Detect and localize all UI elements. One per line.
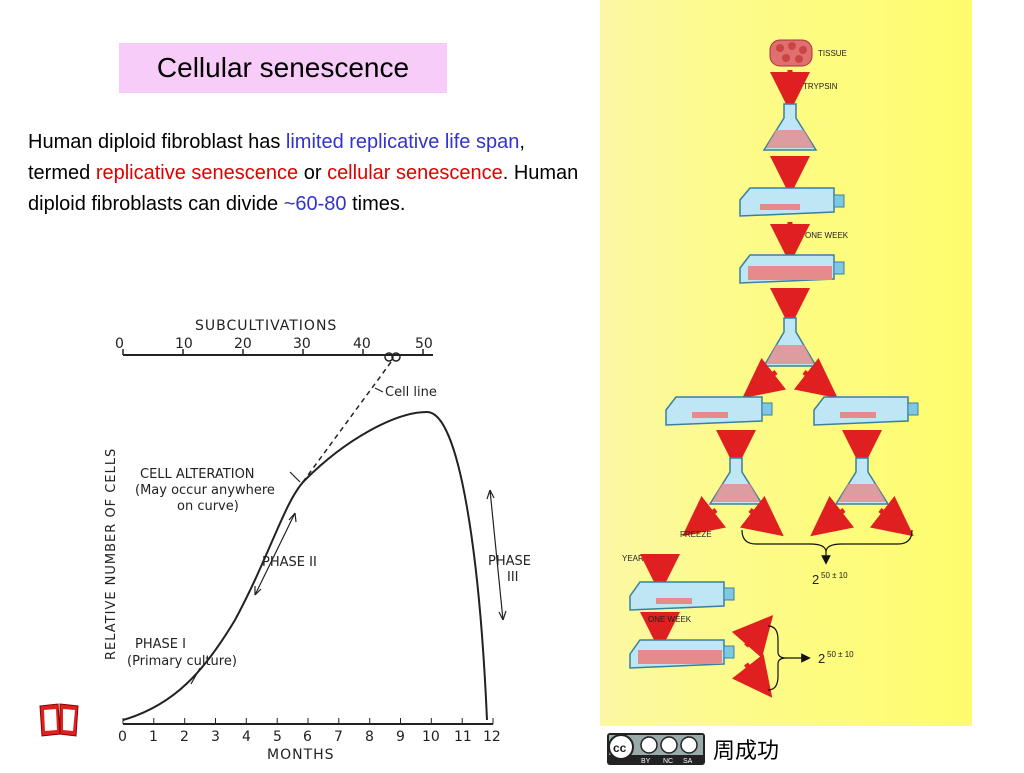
body-text-4: . Human diploid fibroblasts can divide <box>28 162 579 215</box>
top-tick-label: 0 <box>115 336 124 352</box>
result-base-2: 2 <box>818 651 825 666</box>
flask-icon <box>762 317 818 367</box>
alteration-label-1: CELL ALTERATION <box>140 467 255 482</box>
bottom-tick-label: 9 <box>396 729 405 745</box>
bottom-tick-label: 4 <box>242 729 251 745</box>
phase-3-label-2: III <box>507 570 519 585</box>
cell-line-pointer <box>374 387 384 393</box>
body-text-3: or <box>298 162 328 184</box>
bottom-axis-title: MONTHS <box>267 747 335 763</box>
result-exponent: 50 ± 10 <box>821 571 848 580</box>
cc-text: cc <box>613 741 627 755</box>
top-tick-label: 40 <box>353 336 371 352</box>
one-week-label-2: ONE WEEK <box>648 615 692 624</box>
flask-icon <box>834 457 890 505</box>
result-exponent-2: 50 ± 10 <box>827 650 854 659</box>
slide-title-box: Cellular senescence <box>119 43 447 93</box>
phase-1-label-2: (Primary culture) <box>127 654 237 669</box>
flask-icon <box>708 457 764 505</box>
culture-bottle-icon <box>665 396 773 426</box>
sa-text: SA <box>683 758 693 765</box>
bottom-tick-label: 5 <box>273 729 282 745</box>
cc-by-nc-sa-icon[interactable]: cc BY NC SA <box>607 733 705 765</box>
growth-curve-figure: SUBCULTIVATIONS 0 10 20 30 40 50 Cell li… <box>95 300 600 768</box>
top-tick-label: 10 <box>175 336 193 352</box>
culture-bottle-icon <box>629 639 735 669</box>
book-icon[interactable] <box>36 700 84 740</box>
bottom-tick-label: 7 <box>334 729 343 745</box>
phase-3-arrow <box>486 489 507 621</box>
bottom-tick-label: 12 <box>483 729 501 745</box>
top-tick-label: 50 <box>415 336 433 352</box>
step-arrow <box>742 357 787 399</box>
highlight-replicative-senescence: replicative senescence <box>95 162 299 184</box>
step-arrow <box>869 495 914 537</box>
step-arrow <box>810 495 855 537</box>
phase-2-label: PHASE II <box>262 555 317 570</box>
author-name: 周成功 <box>713 739 780 764</box>
top-axis-title: SUBCULTIVATIONS <box>195 318 337 334</box>
cell-line-endpoint-marker <box>384 352 401 362</box>
bottom-tick-label: 6 <box>303 729 312 745</box>
body-text-2: , termed <box>28 131 525 184</box>
alteration-label-3: on curve) <box>177 499 239 514</box>
cell-line-label: Cell line <box>385 385 437 400</box>
bottom-tick-label: 0 <box>118 729 127 745</box>
highlight-cellular-senescence: cellular senescence <box>327 162 503 184</box>
growth-curve <box>122 410 488 721</box>
top-tick-label: 20 <box>234 336 252 352</box>
phase-2-arrow <box>254 512 297 596</box>
cell-culture-diagram: TISSUE TRYPSIN ONE WEEK <box>600 0 972 726</box>
years-later-label: YEARS LATER <box>622 554 677 563</box>
bottom-tick-label: 10 <box>422 729 440 745</box>
tissue-label: TISSUE <box>818 49 847 58</box>
trypsin-label: TRYPSIN <box>803 82 838 91</box>
one-week-label: ONE WEEK <box>805 231 849 240</box>
tissue-icon <box>769 39 813 67</box>
bottom-tick-label: 8 <box>365 729 374 745</box>
result-bracket-2 <box>767 625 787 691</box>
step-arrow <box>739 495 784 537</box>
highlight-division-count: ~60-80 <box>283 193 347 215</box>
result-base: 2 <box>812 572 819 587</box>
cell-line-dashed <box>299 361 392 487</box>
step-arrow <box>731 653 773 698</box>
nc-text: NC <box>663 758 673 765</box>
highlight-limited-life-span: limited replicative life span <box>285 131 520 153</box>
alteration-pointer <box>289 471 301 483</box>
body-text-1: Human diploid fibroblast has <box>28 131 286 153</box>
culture-bottle-icon <box>813 396 919 426</box>
alteration-label-2: (May occur anywhere <box>135 483 275 498</box>
footer: cc BY NC SA 周成功 <box>607 733 779 765</box>
step-arrow <box>731 614 774 659</box>
freeze-label: FREEZE <box>680 530 712 539</box>
top-tick-label: 30 <box>293 336 311 352</box>
bottom-tick-label: 3 <box>211 729 220 745</box>
body-paragraph: Human diploid fibroblast has limited rep… <box>28 127 588 220</box>
by-text: BY <box>641 758 651 765</box>
bottom-axis-ticks <box>122 718 494 724</box>
flask-icon <box>762 103 818 151</box>
step-arrow <box>682 495 727 537</box>
phase-3-label-1: PHASE <box>488 554 531 569</box>
phase-1-pointer <box>190 667 201 685</box>
slide-title: Cellular senescence <box>156 52 410 83</box>
y-axis-title: RELATIVE NUMBER OF CELLS <box>104 448 119 660</box>
step-arrow <box>793 357 838 399</box>
culture-bottle-icon <box>739 187 845 217</box>
phase-1-label-1: PHASE I <box>135 637 186 652</box>
culture-bottle-icon <box>629 581 735 611</box>
body-text-5: times. <box>346 193 406 215</box>
result-bracket <box>741 529 913 553</box>
bottom-tick-label: 11 <box>454 729 472 745</box>
bottom-tick-label: 2 <box>180 729 189 745</box>
culture-bottle-icon <box>739 254 845 284</box>
bottom-tick-label: 1 <box>149 729 158 745</box>
top-axis-ticks <box>122 349 424 355</box>
